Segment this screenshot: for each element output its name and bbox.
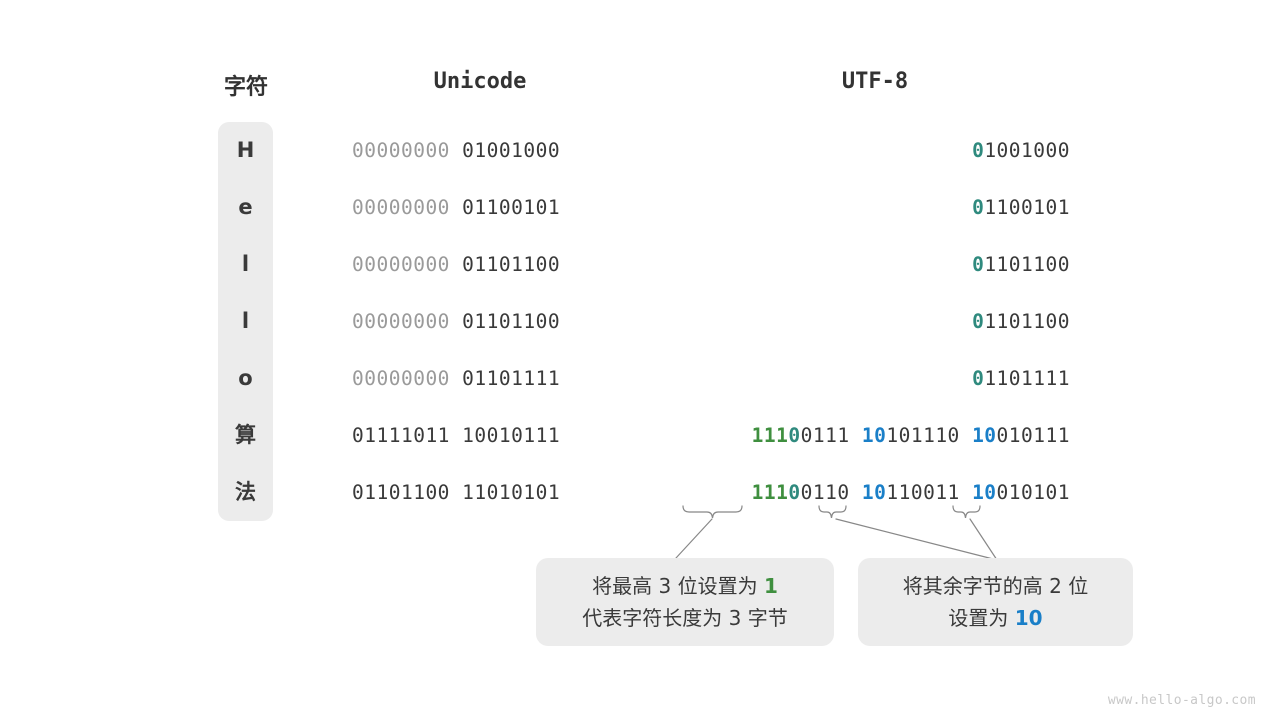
utf8-payload: 110011 (886, 481, 960, 504)
utf8-prefix: 10 (972, 424, 997, 447)
utf8-byte-1: 01101111 (972, 367, 1070, 390)
utf8-byte-2: 10101110 (862, 424, 960, 447)
utf8-bits: 01001000 (618, 139, 1070, 162)
char-cell: e (238, 195, 253, 219)
utf8-bits: 01101100 (618, 310, 1070, 333)
unicode-bits: 00000000 01101111 (352, 367, 608, 390)
utf8-byte-1: 01101100 (972, 253, 1070, 276)
utf8-byte-3: 10010111 (972, 424, 1070, 447)
unicode-byte-1: 00000000 (352, 196, 450, 219)
unicode-byte-2: 01001000 (462, 139, 561, 162)
utf8-byte-1: 11100110 (752, 481, 850, 504)
utf8-prefix: 111 (751, 481, 789, 504)
utf8-byte-1: 01001000 (972, 139, 1070, 162)
unicode-byte-1: 01101100 (352, 481, 450, 504)
utf8-payload: 1001000 (984, 139, 1070, 162)
column-header-utf8: UTF-8 (841, 69, 909, 94)
unicode-bits: 01111011 10010111 (352, 424, 608, 447)
column-header-char: 字符 (223, 75, 268, 100)
char-cell: l (241, 309, 250, 333)
callout-1-highlight: 1 (763, 574, 778, 598)
char-column-panel (218, 122, 273, 521)
utf8-byte-1: 01100101 (972, 196, 1070, 219)
utf8-prefix: 10 (861, 424, 887, 447)
utf8-byte-3: 10010101 (972, 481, 1070, 504)
unicode-byte-2: 01101100 (462, 310, 561, 333)
utf8-payload: 010111 (996, 424, 1070, 447)
brace-first-byte (682, 505, 743, 519)
utf8-payload: 0110 (800, 481, 850, 504)
brace-third-byte (952, 505, 981, 519)
utf8-prefix: 111 (751, 424, 789, 447)
utf8-payload: 1100101 (984, 196, 1070, 219)
utf8-prefix-terminator: 0 (788, 481, 801, 504)
unicode-byte-1: 00000000 (352, 367, 450, 390)
utf8-prefix-terminator: 0 (788, 424, 801, 447)
connector-line-3 (969, 518, 998, 561)
utf8-prefix: 10 (972, 481, 997, 504)
callout-2-line-1: 将其余字节的高 2 位 (902, 574, 1089, 598)
utf8-payload: 1101111 (984, 367, 1070, 390)
callout-1-line-1: 将最高 3 位设置为 1 (592, 574, 778, 598)
char-cell: 法 (235, 480, 256, 504)
callout-continuation-bytes: 将其余字节的高 2 位 设置为 10 (858, 558, 1133, 646)
utf8-prefix: 10 (861, 481, 887, 504)
char-cell: o (238, 366, 253, 390)
utf8-prefix: 0 (972, 310, 985, 333)
connector-line-2 (835, 518, 998, 561)
utf8-payload: 1101100 (984, 310, 1070, 333)
unicode-byte-2: 01101111 (462, 367, 561, 390)
unicode-bits: 00000000 01101100 (352, 310, 608, 333)
unicode-byte-1: 00000000 (352, 139, 450, 162)
char-cell: l (241, 252, 250, 276)
utf8-bits: 11100110 10110011 10010101 (618, 481, 1070, 504)
utf8-bits: 01100101 (618, 196, 1070, 219)
unicode-byte-2: 11010101 (462, 481, 561, 504)
unicode-byte-2: 01101100 (462, 253, 561, 276)
brace-second-byte (818, 505, 847, 519)
unicode-byte-2: 10010111 (462, 424, 561, 447)
utf8-prefix: 0 (972, 253, 985, 276)
utf8-bits: 01101100 (618, 253, 1070, 276)
utf8-payload: 101110 (886, 424, 960, 447)
utf8-payload: 0111 (800, 424, 850, 447)
utf8-prefix: 0 (972, 139, 985, 162)
utf8-payload: 010101 (996, 481, 1070, 504)
utf8-byte-2: 10110011 (862, 481, 960, 504)
callout-2-line-2: 设置为 10 (948, 606, 1043, 630)
unicode-bits: 00000000 01001000 (352, 139, 608, 162)
utf8-byte-1: 11100111 (752, 424, 850, 447)
unicode-byte-1: 00000000 (352, 310, 450, 333)
utf8-bits: 11100111 10101110 10010111 (618, 424, 1070, 447)
unicode-byte-1: 01111011 (352, 424, 450, 447)
utf8-bits: 01101111 (618, 367, 1070, 390)
utf8-prefix: 0 (972, 196, 985, 219)
utf8-payload: 1101100 (984, 253, 1070, 276)
unicode-byte-2: 01100101 (462, 196, 561, 219)
callout-1-line-2: 代表字符长度为 3 字节 (582, 606, 788, 630)
utf8-prefix: 0 (972, 367, 985, 390)
unicode-bits: 01101100 11010101 (352, 481, 608, 504)
connector-line-1 (675, 518, 713, 559)
callout-first-byte: 将最高 3 位设置为 1 代表字符长度为 3 字节 (536, 558, 834, 646)
watermark: www.hello-algo.com (1107, 693, 1256, 708)
utf8-byte-1: 01101100 (972, 310, 1070, 333)
callout-2-highlight: 10 (1014, 606, 1043, 630)
char-cell: 算 (235, 423, 256, 447)
unicode-bits: 00000000 01100101 (352, 196, 608, 219)
unicode-bits: 00000000 01101100 (352, 253, 608, 276)
char-cell: H (236, 138, 255, 162)
column-header-unicode: Unicode (433, 69, 527, 94)
unicode-byte-1: 00000000 (352, 253, 450, 276)
